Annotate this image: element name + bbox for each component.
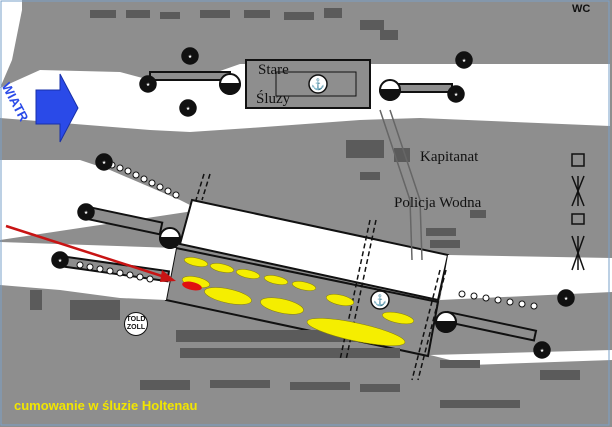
svg-text:★: ★	[537, 345, 547, 357]
svg-text:★: ★	[81, 207, 91, 219]
light-signal-icon	[158, 73, 458, 333]
own-boat	[182, 281, 202, 291]
svg-text:★: ★	[143, 79, 153, 91]
svg-text:★: ★	[55, 255, 65, 267]
label-wc: WC	[572, 3, 591, 15]
label-policja-wodna: Policja Wodna	[394, 195, 482, 211]
label-told: TOLD	[126, 316, 146, 323]
berthed-boats	[182, 257, 414, 346]
label-sluzy: Śluzy	[256, 91, 291, 107]
bollards-south-west	[76, 261, 154, 283]
approach-arrow	[5, 224, 176, 282]
wind-arrow-icon	[35, 73, 79, 143]
bridge-dashed-lines	[195, 173, 447, 381]
svg-text:★: ★	[561, 293, 571, 305]
north-canal-water	[0, 0, 22, 88]
new-lock-chamber	[178, 198, 450, 302]
lighthouse-icon	[571, 153, 585, 271]
anchor-icon: ⚓ ⚓	[308, 74, 390, 310]
svg-text:⚓: ⚓	[311, 78, 325, 91]
roads	[379, 109, 423, 261]
svg-text:★: ★	[459, 55, 469, 67]
svg-text:★: ★	[99, 157, 109, 169]
svg-text:⚓: ⚓	[373, 294, 387, 307]
bollards-north-west	[108, 161, 180, 199]
bollards-east	[458, 290, 538, 310]
star-icon: ★ ★ ★ ★ ★ ★ ★ ★ ★ ★	[51, 47, 575, 359]
svg-text:★: ★	[185, 51, 195, 63]
west-basin-water	[0, 160, 200, 240]
svg-text:★: ★	[451, 89, 461, 101]
east-approach-water	[440, 255, 612, 300]
label-stare: Stare	[258, 62, 289, 78]
svg-text:★: ★	[183, 103, 193, 115]
buildings-top	[90, 8, 398, 40]
label-kapitanat: Kapitanat	[420, 149, 479, 165]
buildings-kapitanat-area	[346, 140, 486, 248]
map-caption: cumowanie w śluzie Holtenau	[14, 398, 198, 413]
customs-sign: TOLD ZOLL	[124, 312, 148, 336]
label-zoll: ZOLL	[126, 324, 146, 331]
